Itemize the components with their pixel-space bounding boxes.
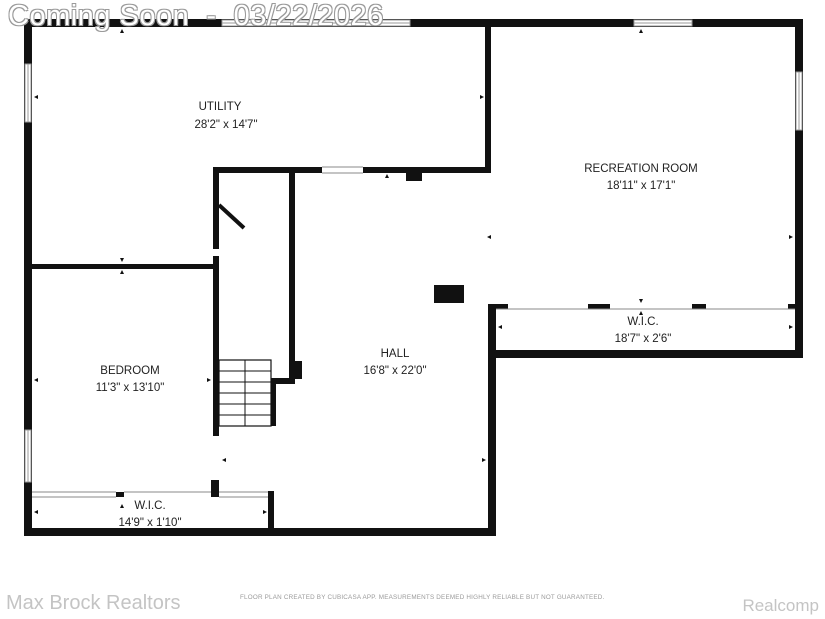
wall-stair-foot (271, 378, 295, 384)
floorplan-disclaimer: FLOOR PLAN CREATED BY CUBICASA APP. MEAS… (240, 594, 605, 601)
wall-closet-right (268, 491, 274, 536)
windows (24, 19, 803, 483)
room-dims-wic-left: 14'9" x 1'10" (118, 517, 181, 529)
room-name-hall: HALL (381, 348, 410, 360)
post-stair (295, 361, 302, 379)
watermark-mls: Realcomp (742, 596, 819, 615)
post-utility (406, 172, 422, 181)
room-dims-utility: 28'2" x 14'7" (194, 119, 257, 131)
walls (24, 19, 803, 536)
room-labels: UTILITY 28'2" x 14'7" RECREATION ROOM 18… (96, 101, 698, 529)
wall-bedroom-top (32, 264, 219, 269)
room-name-recreation: RECREATION ROOM (584, 163, 698, 175)
wic-wall-seg-1 (488, 304, 508, 309)
wall-stair-stub (271, 378, 276, 426)
watermark-date: 03/22/2026 (233, 0, 384, 32)
wic-wall-seg-4 (788, 304, 798, 309)
wall-closet-mark (116, 492, 124, 497)
wall-utility-rec-divider (485, 27, 491, 173)
room-dims-wic-right: 18'7" x 2'6" (615, 333, 672, 345)
watermark-separator: - (206, 0, 217, 32)
room-dims-hall: 16'8" x 22'0" (363, 365, 426, 377)
wic-wall-seg-3 (692, 304, 706, 309)
outer-wall-right (795, 19, 803, 358)
stairs (218, 359, 272, 427)
column-hall (434, 285, 464, 303)
outer-wall-top (24, 19, 803, 27)
wall-hall-right (488, 304, 496, 536)
outer-wall-bottom (24, 528, 496, 536)
wall-closet-post (211, 480, 219, 497)
wall-utility-bottom-mid (214, 167, 322, 173)
thin-lines (32, 166, 795, 498)
watermark-coming-soon: Coming Soon - 03/22/2026 (8, 0, 384, 33)
wall-stair-left (213, 167, 219, 249)
watermark-brokerage: Max Brock Realtors (6, 592, 181, 614)
outer-wall-left (24, 19, 32, 536)
room-name-wic-left: W.I.C. (134, 500, 165, 512)
watermark-coming-soon-text: Coming Soon (8, 0, 190, 32)
room-name-bedroom: BEDROOM (100, 365, 159, 377)
room-name-utility: UTILITY (199, 101, 242, 113)
door-swing (217, 203, 246, 230)
wall-rec-bottom (488, 350, 803, 358)
room-name-wic-right: W.I.C. (627, 316, 658, 328)
dimension-ticks (34, 29, 793, 514)
wall-stair-right (289, 173, 295, 383)
wic-wall-seg-2 (588, 304, 610, 309)
room-dims-bedroom: 11'3" x 13'10" (96, 382, 165, 394)
wall-utility-bottom-right (363, 167, 491, 173)
room-dims-recreation: 18'11" x 17'1" (607, 180, 676, 192)
wall-bedroom-right (213, 256, 219, 436)
